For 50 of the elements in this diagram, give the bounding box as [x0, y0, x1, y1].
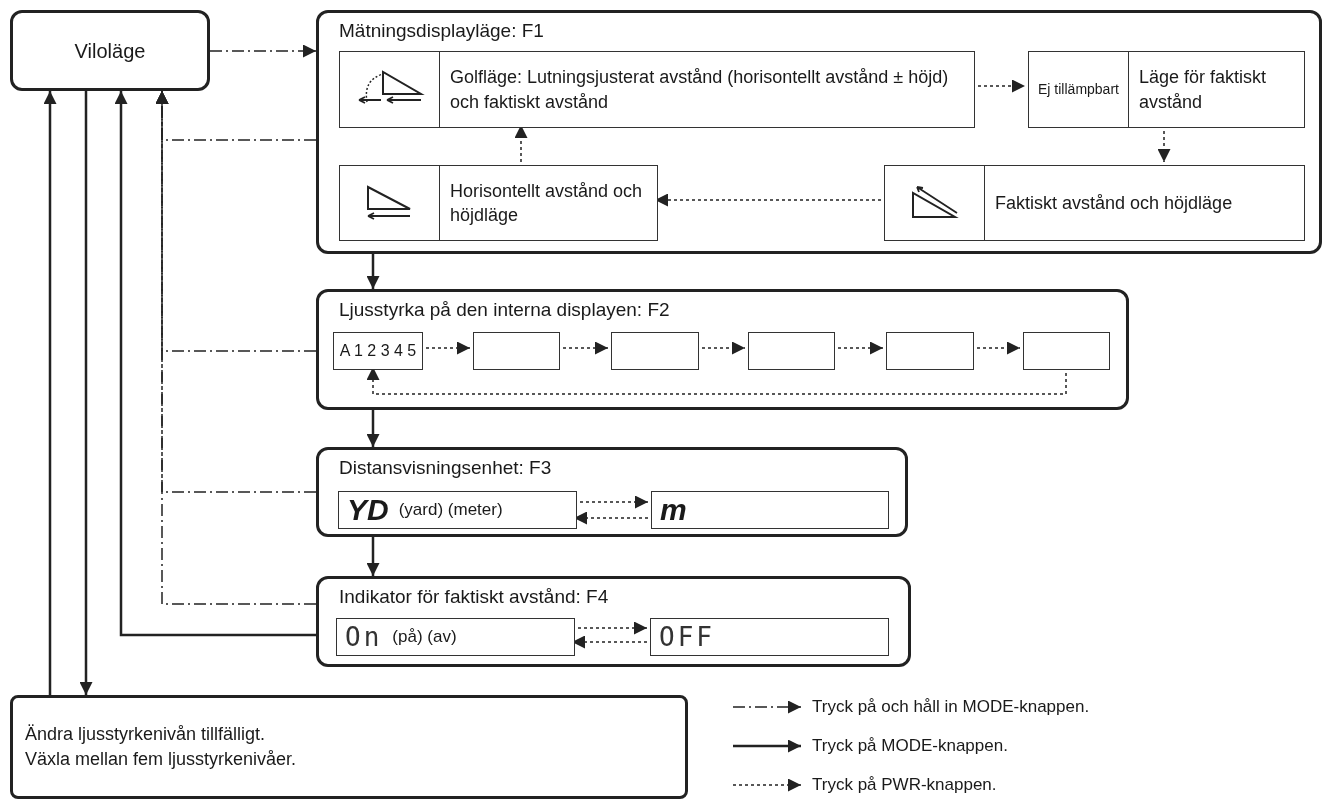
arrow [79, 91, 93, 695]
note-text: Växla mellan fem ljusstyrkenivåer. [25, 748, 298, 771]
mode-box [1028, 51, 1305, 128]
group-title: Indikator för faktiskt avstånd: F4 [339, 585, 609, 609]
display-box [651, 491, 889, 529]
level-box [473, 332, 560, 370]
state-box [10, 10, 210, 91]
unit-label: (på) (av) [392, 626, 457, 649]
group-title: Ljusstyrka på den interna displayen: F2 [339, 298, 670, 322]
mode-label: Golfläge: Lutningsjusterat avstånd (horisontellt avstånd ± höjd) och faktiskt avstånd [450, 66, 950, 114]
display-text: On [345, 624, 383, 650]
arrow [366, 410, 380, 447]
group-title: Distansvisningsenhet: F3 [339, 456, 552, 480]
arrow [366, 254, 380, 289]
mode-box [339, 51, 975, 128]
legend-text: Tryck på MODE-knappen. [812, 737, 1008, 754]
display-text: m [660, 495, 687, 525]
arrow [366, 537, 380, 576]
level-box [886, 332, 974, 370]
mode-box [884, 165, 1305, 241]
mode-group-panel [316, 289, 1129, 410]
mode-label: Faktiskt avstånd och höjdläge [995, 191, 1234, 215]
unit-label: (yard) (meter) [398, 499, 503, 522]
group-title: Mätningsdisplayläge: F1 [339, 19, 544, 43]
mode-label: Läge för faktiskt avstånd [1139, 66, 1268, 114]
mode-group-panel [316, 576, 911, 667]
display-box [650, 618, 889, 656]
arrow [209, 44, 317, 58]
legend-text: Tryck på PWR-knappen. [812, 776, 997, 793]
mode-group-panel [316, 447, 908, 537]
arrow [114, 91, 316, 637]
arrow [155, 90, 317, 605]
note-box [10, 695, 688, 799]
mode-group-panel [316, 10, 1322, 254]
display-text: YD [347, 495, 389, 525]
display-text: OFF [659, 624, 715, 650]
level-box [748, 332, 835, 370]
level-box [1023, 332, 1110, 370]
level-label: A 1 2 3 4 5 [339, 341, 417, 361]
note-label: Ej tillämpbart [1037, 80, 1120, 99]
display-box [336, 618, 575, 656]
legend-text: Tryck på och håll in MODE-knappen. [812, 698, 1090, 715]
arrow [43, 91, 57, 695]
mode-label: Horisontellt avstånd och höjdläge [450, 179, 644, 227]
state-label: Viloläge [74, 38, 146, 64]
level-box [333, 332, 423, 370]
note-text: Ändra ljusstyrkenivån tillfälligt. [25, 722, 267, 746]
mode-box [339, 165, 658, 241]
level-box [611, 332, 699, 370]
display-box [338, 491, 577, 529]
